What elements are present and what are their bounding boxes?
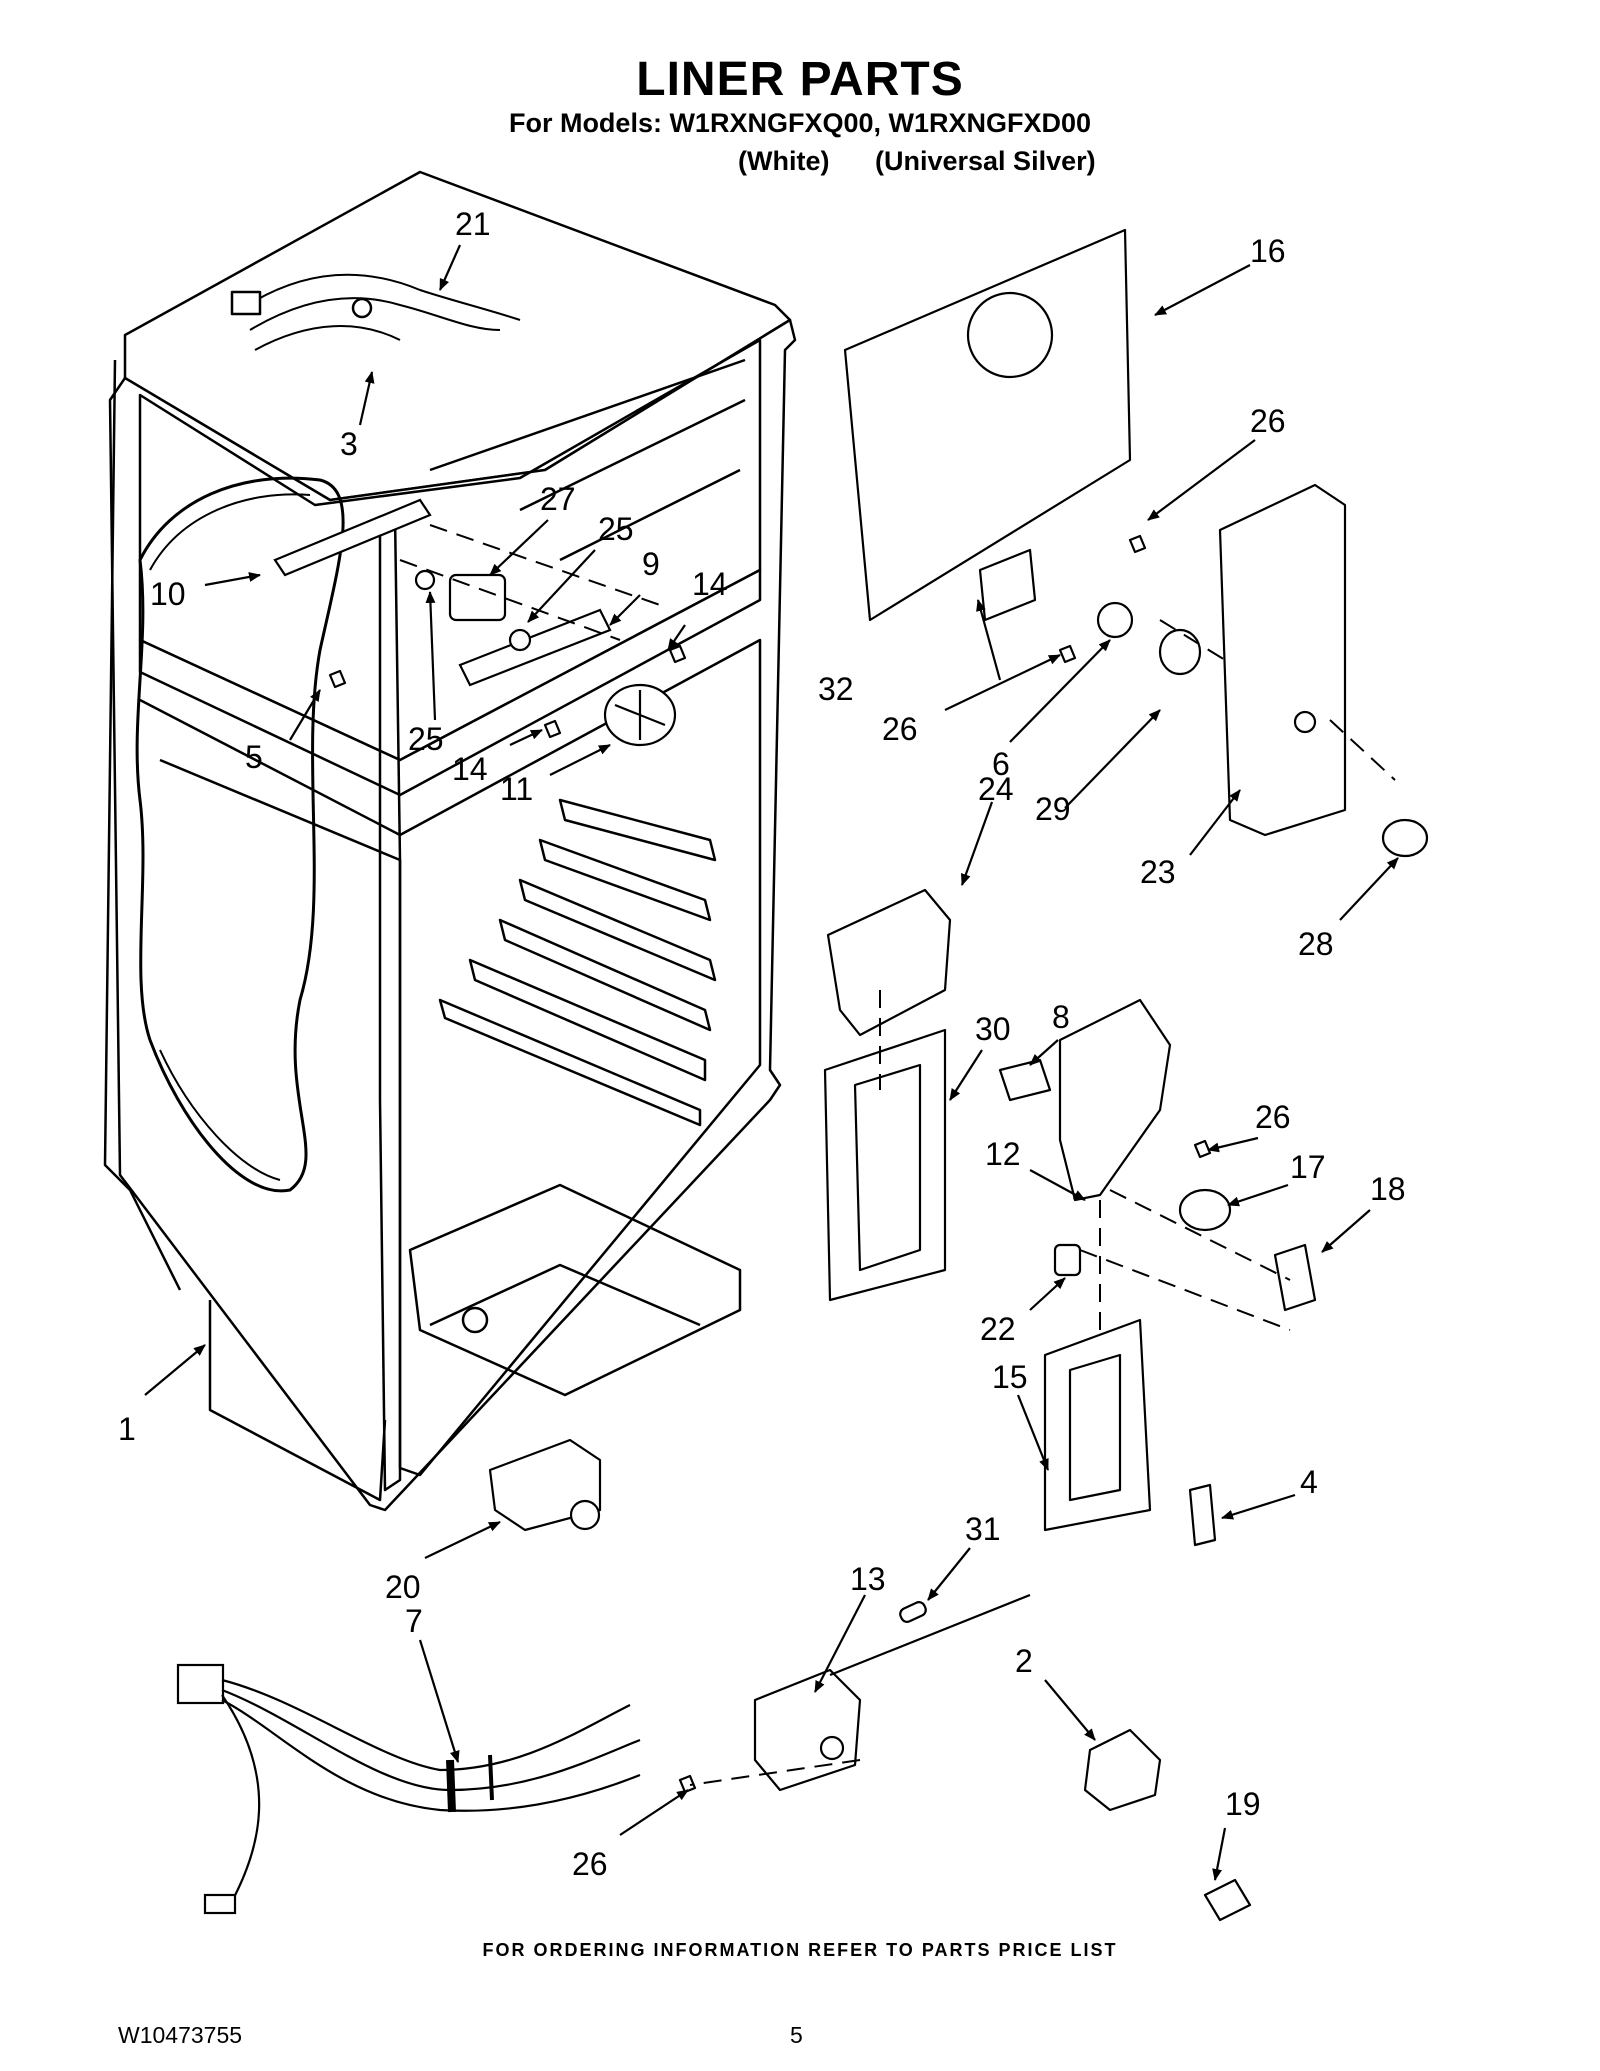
callout-label: 9 (642, 546, 660, 582)
callout-label: 28 (1298, 926, 1334, 962)
callout-label: 26 (1255, 1099, 1291, 1135)
callout-label: 21 (455, 206, 491, 242)
callout-label: 32 (818, 671, 854, 707)
callout-label: 14 (692, 566, 728, 602)
color-silver: (Universal Silver) (875, 146, 1096, 176)
callout-label: 30 (975, 1011, 1011, 1047)
fan-assembly (273, 498, 677, 747)
assembly-guide-lines (399, 524, 1396, 1786)
callout-label: 5 (245, 739, 263, 775)
callout-label: 26 (882, 711, 918, 747)
air-diffuser-and-parts (328, 228, 1429, 1922)
callout-label: 10 (150, 576, 186, 612)
callout-label: 4 (1300, 1464, 1318, 1500)
callout-label: 24 (978, 771, 1014, 807)
lower-wire-harness (176, 1663, 641, 1915)
page-number: 5 (790, 2022, 803, 2048)
callout-label: 2 (1015, 1643, 1033, 1679)
callout-label: 1 (118, 1411, 136, 1447)
callout-label: 20 (385, 1569, 421, 1605)
document-number: W10473755 (118, 2022, 243, 2048)
callout-label: 27 (540, 481, 576, 517)
callout-label: 7 (405, 1603, 423, 1639)
callout-label: 8 (1052, 999, 1070, 1035)
callout-label: 26 (572, 1846, 608, 1882)
callout-label: 25 (408, 721, 444, 757)
callout-label: 13 (850, 1561, 886, 1597)
callout-leaders (144, 244, 1399, 1881)
callout-label: 12 (985, 1136, 1021, 1172)
callout-numbers: 21 16 3 26 27 25 9 14 10 32 26 6 5 25 14… (118, 206, 1406, 1882)
callout-label: 22 (980, 1311, 1016, 1347)
callout-label: 26 (1250, 403, 1286, 439)
ordering-note: FOR ORDERING INFORMATION REFER TO PARTS … (482, 1940, 1118, 1960)
callout-label: 29 (1035, 791, 1071, 827)
color-white: (White) (738, 146, 830, 176)
callout-label: 23 (1140, 854, 1176, 890)
callout-label: 17 (1290, 1149, 1326, 1185)
callout-label: 6 (992, 746, 1010, 782)
callout-label: 11 (500, 771, 533, 807)
callout-label: 31 (965, 1511, 1001, 1547)
callout-label: 19 (1225, 1786, 1261, 1822)
model-colors: (White) (Universal Silver) (0, 146, 1600, 180)
callout-label: 25 (598, 511, 634, 547)
page-title: LINER PARTS (636, 53, 964, 106)
models-line: For Models: W1RXNGFXQ00, W1RXNGFXD00 (508, 108, 1092, 138)
refrigerator-liner (103, 170, 797, 1512)
callout-label: 14 (452, 751, 488, 787)
callout-label: 15 (992, 1359, 1028, 1395)
callout-label: 18 (1370, 1171, 1406, 1207)
callout-label: 3 (340, 426, 358, 462)
callout-label: 16 (1250, 233, 1286, 269)
